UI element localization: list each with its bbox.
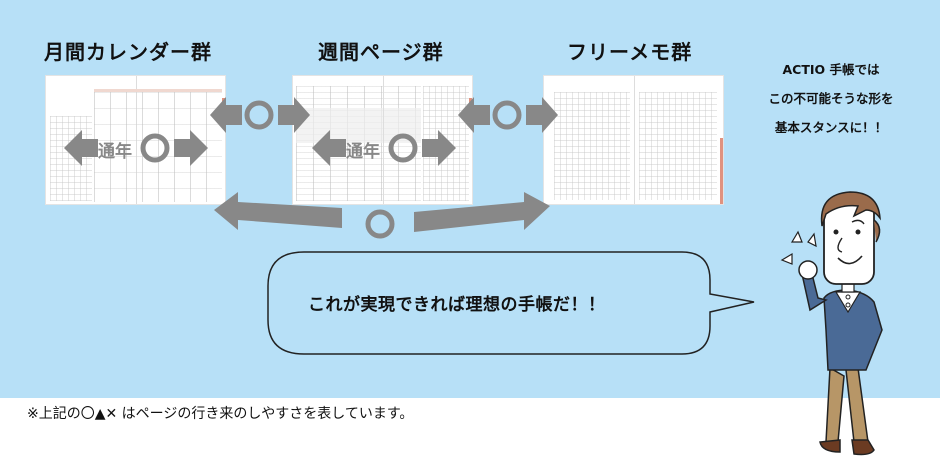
year-round-label: 通年 [346, 142, 380, 162]
dot-grid-area [50, 116, 92, 201]
monthly-calendar-group-title: 月間カレンダー群 [44, 40, 212, 64]
side-note-line: ACTIO 手帳では [782, 62, 880, 77]
right-arrow-icon [526, 97, 558, 133]
side-note-line: 基本スタンスに！！ [774, 120, 888, 135]
circle-mark-icon [492, 100, 522, 134]
circle-mark-icon [140, 133, 170, 167]
dot-grid-right [639, 92, 717, 200]
right-arrow-icon [422, 130, 456, 166]
footnote: ※上記の〇▲✕ はページの行き来のしやすさを表しています。 [27, 406, 414, 422]
person-cheering-icon [770, 180, 920, 469]
page-fold [634, 76, 635, 204]
right-arrow-icon [278, 97, 310, 133]
left-arrow-icon [458, 97, 490, 133]
left-arrow-icon [312, 130, 346, 166]
date-header-row [94, 89, 222, 92]
long-right-arrow-icon [414, 192, 550, 244]
circle-mark-icon [388, 133, 418, 167]
free-memo-thumbnail [543, 75, 724, 205]
weekly-page-group-title: 週間ページ群 [318, 40, 444, 64]
side-note-line: この不可能そうな形を [768, 91, 894, 106]
dot-grid-left [554, 92, 630, 200]
right-arrow-icon [174, 130, 208, 166]
speech-bubble [262, 250, 762, 364]
free-memo-group-title: フリーメモ群 [567, 40, 693, 64]
long-left-arrow-icon [214, 190, 344, 242]
page-fold [383, 76, 384, 204]
circle-mark-icon [244, 100, 274, 134]
red-index-tab [720, 138, 723, 204]
left-arrow-icon [210, 97, 242, 133]
year-round-label: 通年 [98, 142, 132, 162]
side-note: ACTIO 手帳では この不可能そうな形を 基本スタンスに！！ [741, 55, 921, 142]
speech-bubble-text: これが実現できれば理想の手帳だ！！ [308, 295, 606, 315]
left-arrow-icon [64, 130, 98, 166]
circle-mark-icon [364, 208, 396, 244]
